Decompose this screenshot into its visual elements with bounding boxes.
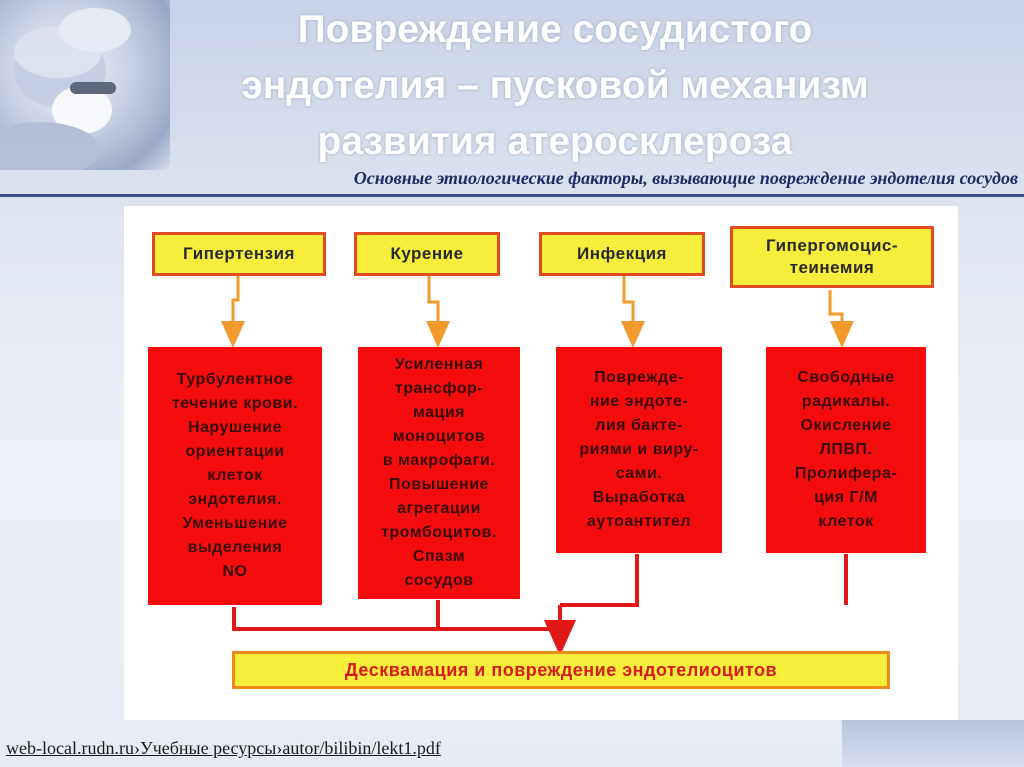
cause-label: Инфекция: [577, 244, 667, 263]
slide-subtitle: Основные этиологические факторы, вызываю…: [353, 168, 1018, 188]
surgeon-image-icon: [0, 8, 131, 170]
breadcrumb-separator: ›: [276, 738, 283, 758]
cause-label: Курение: [390, 244, 464, 263]
title-line-2: эндотелия – пусковой механизм: [241, 64, 869, 107]
source-link-domain[interactable]: web-local.rudn.ru: [6, 738, 134, 758]
arrow-cause-1: [221, 276, 245, 348]
title-line-3: развития атеросклероза: [317, 120, 793, 163]
cause-label: Гипергомоцис- теинемия: [765, 236, 899, 277]
cause-label: Гипертензия: [183, 244, 295, 263]
effect-box-hypertension: Турбулентное течение крови. Нарушение ор…: [148, 347, 322, 605]
effect-text: Свободные радикалы. Окисление ЛПВП. Прол…: [794, 369, 898, 530]
outcome-label: Десквамация и повреждение эндотелиоцитов: [344, 659, 778, 680]
title-line-1: Повреждение сосудистого: [297, 8, 813, 51]
cause-box-hyperhomocysteinemia: Гипергомоцис- теинемия: [730, 226, 934, 288]
source-breadcrumb: web-local.rudn.ru›Учебные ресурсы›autor/…: [6, 738, 441, 759]
connector-right-1: [560, 554, 639, 607]
effect-box-hyperhomocysteinemia: Свободные радикалы. Окисление ЛПВП. Прол…: [766, 347, 926, 553]
surgeon-photo: [0, 0, 170, 170]
effect-text: Усиленная трансфор- мация моноцитов в ма…: [381, 356, 497, 589]
arrow-cause-4: [828, 290, 854, 348]
effect-box-infection: Поврежде- ние эндоте- лия бакте- риями и…: [556, 347, 722, 553]
divider: [0, 194, 1024, 197]
cause-box-infection: Инфекция: [539, 232, 705, 276]
effect-box-smoking: Усиленная трансфор- мация моноцитов в ма…: [358, 347, 520, 599]
effect-text: Турбулентное течение крови. Нарушение ор…: [171, 371, 299, 580]
cause-box-hypertension: Гипертензия: [152, 232, 326, 276]
breadcrumb-separator: ›: [133, 738, 140, 758]
source-link-section[interactable]: Учебные ресурсы: [139, 738, 277, 758]
source-link-file[interactable]: autor/bilibin/lekt1.pdf: [282, 738, 441, 758]
outcome-box: Десквамация и повреждение эндотелиоцитов: [232, 651, 890, 689]
connector-left: [232, 607, 560, 631]
arrow-cause-3: [621, 276, 645, 348]
corner-decoration: [842, 720, 1024, 767]
slide-title: Повреждение сосудистого эндотелия – пуск…: [170, 2, 940, 170]
arrow-cause-2: [426, 276, 450, 348]
cause-box-smoking: Курение: [354, 232, 500, 276]
effect-text: Поврежде- ние эндоте- лия бакте- риями и…: [579, 369, 699, 530]
